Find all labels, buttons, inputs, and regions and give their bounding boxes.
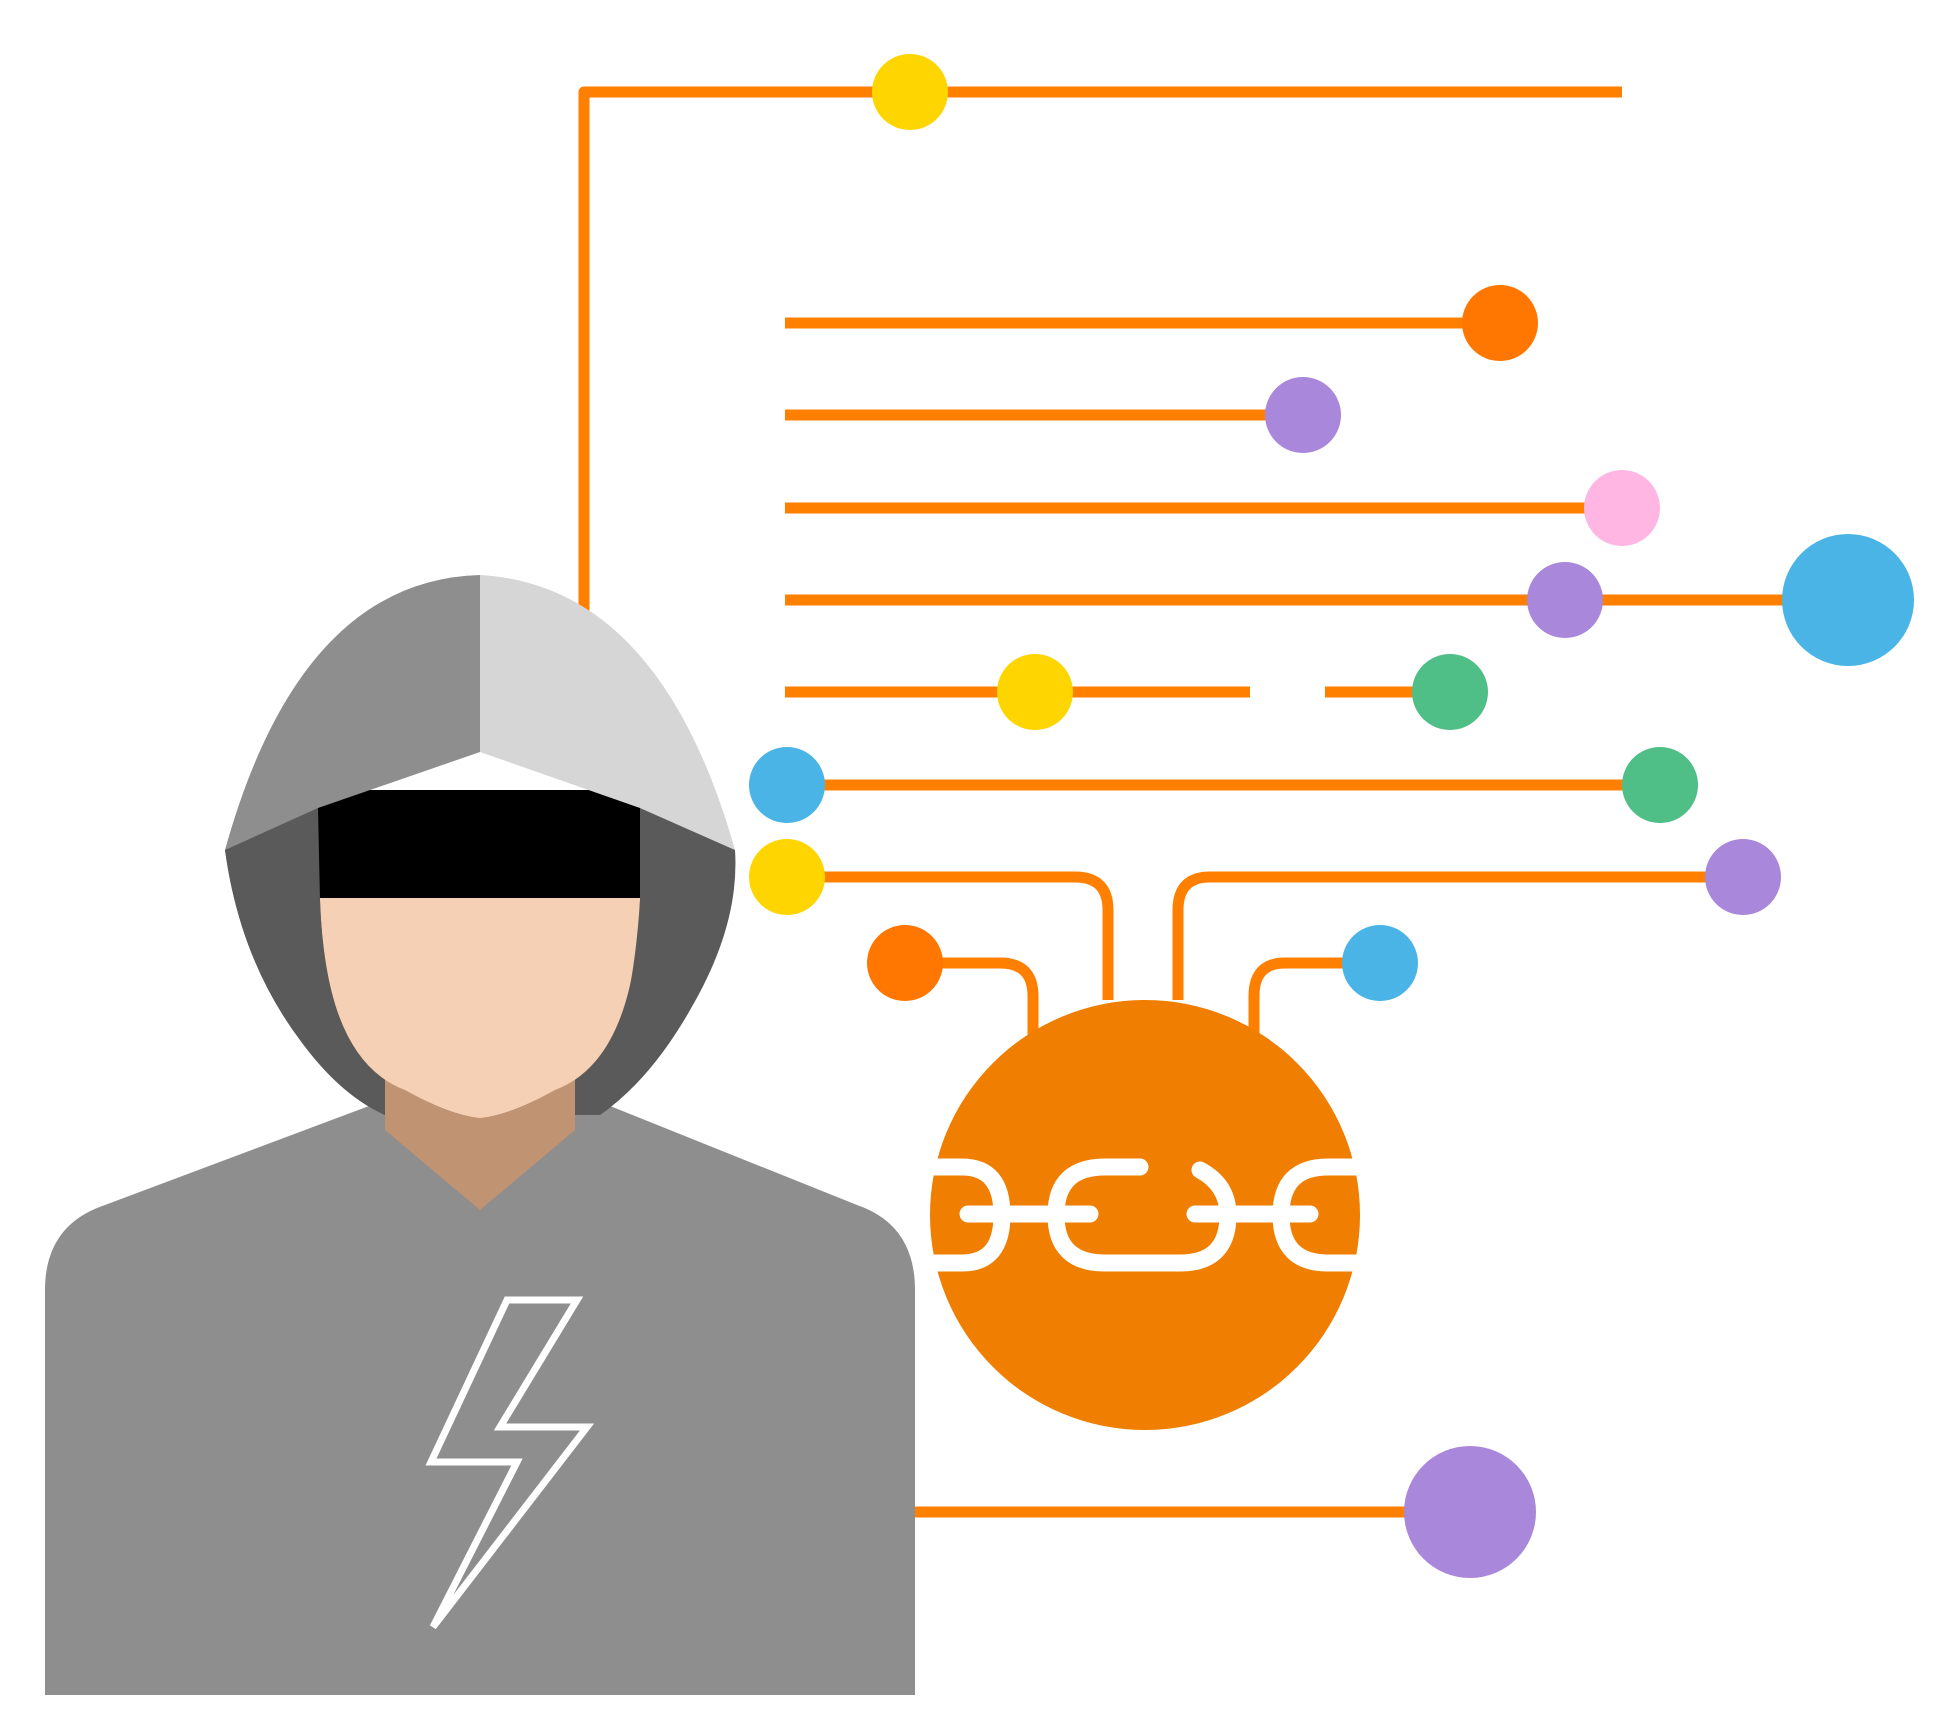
node-purple-1 xyxy=(1265,377,1341,453)
node-yellow-mid xyxy=(997,654,1073,730)
circuit-line-hub-small-left xyxy=(905,957,1039,1040)
chain-links xyxy=(926,1158,1364,1272)
node-blue-small xyxy=(1342,925,1418,1001)
circuit-line-hub-left xyxy=(790,871,1114,1000)
hood-inner-right xyxy=(575,808,735,1115)
node-pink xyxy=(1584,470,1660,546)
hacker-mask xyxy=(318,790,640,898)
hood-left xyxy=(225,575,480,850)
hacker-body xyxy=(45,1100,915,1695)
circuit-line-hub-right xyxy=(1172,871,1740,1000)
hub-circle xyxy=(930,1000,1360,1430)
node-purple-3 xyxy=(1705,839,1781,915)
circuit-line-top xyxy=(578,86,1622,620)
circuit-nodes xyxy=(749,54,1914,1578)
circuit-line-hub-small-right xyxy=(1248,957,1380,1040)
broken-chain-link-icon xyxy=(926,1000,1364,1430)
node-orange xyxy=(1462,285,1538,361)
hood-inner-left xyxy=(225,808,385,1115)
node-yellow-top xyxy=(872,54,948,130)
node-orange-small xyxy=(867,925,943,1001)
lightning-bolt-icon xyxy=(425,1296,595,1630)
node-yellow-left xyxy=(749,839,825,915)
node-green-2 xyxy=(1622,747,1698,823)
hood-right xyxy=(480,575,735,850)
node-green-1 xyxy=(1412,654,1488,730)
node-purple-large xyxy=(1404,1446,1536,1578)
node-blue-large xyxy=(1782,534,1914,666)
hacker-face xyxy=(320,895,640,1118)
node-purple-2 xyxy=(1527,562,1603,638)
hooded-hacker-icon xyxy=(45,575,915,1695)
node-blue-left xyxy=(749,747,825,823)
